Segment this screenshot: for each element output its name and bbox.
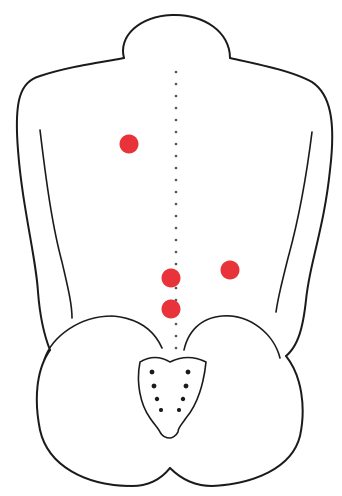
spine-dot [175,227,178,230]
spine-dot [175,179,178,182]
spine-dot [175,143,178,146]
spine-dot [175,95,178,98]
spine-dot [175,287,178,290]
pain-markers [120,135,240,319]
right-buttock-outline [170,356,303,486]
spine-dot [175,347,178,350]
spine-dot [175,119,178,122]
spine-dot [175,167,178,170]
spine-dot [175,107,178,110]
spine-dot [175,71,178,74]
head-outline [123,15,230,58]
spine-dot [175,215,178,218]
spine-dot [175,83,178,86]
pain-marker-lower-center-spine-1 [162,269,181,288]
sacrum-outline [138,358,206,439]
spine-dot [175,335,178,338]
left-arm-outline [40,130,72,318]
sacral-foramina [150,370,191,412]
spine-dot [175,239,178,242]
right-arm-outline [276,132,312,312]
spine-dot [175,251,178,254]
spine-dot [175,155,178,158]
pain-marker-upper-left-back [120,135,139,154]
pain-marker-lower-center-spine-2 [162,300,181,319]
spine-dot [175,191,178,194]
pain-marker-lower-right-back [221,261,240,280]
left-glute-curve [44,316,162,360]
spine-dot [175,203,178,206]
right-glute-curve [184,316,280,358]
spine-dot [175,263,178,266]
spine-dot [175,323,178,326]
spine-dot [175,131,178,134]
